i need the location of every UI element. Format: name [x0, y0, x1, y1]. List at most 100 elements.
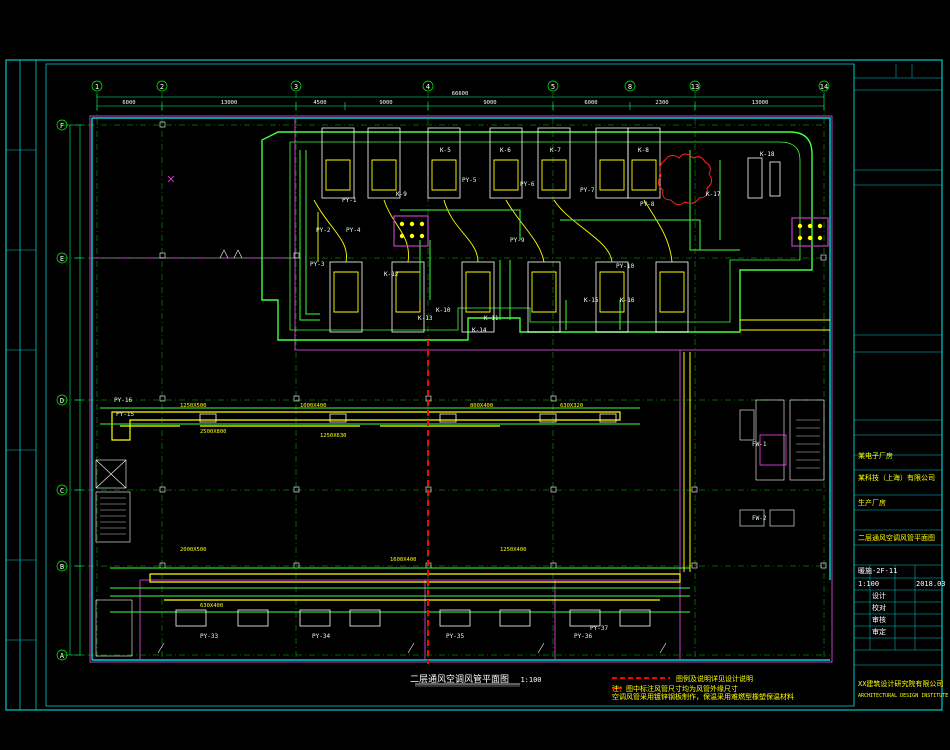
grid-bubble-top	[689, 80, 701, 92]
tb-drawing-no: 暖施-2F-11	[858, 567, 898, 575]
equipment-tag: PY-8	[640, 201, 655, 208]
tb-checker: 校对	[872, 604, 886, 612]
equipment-tag: K-18	[760, 151, 775, 158]
equipment-tag: FW-1	[752, 441, 767, 448]
grid-bubble-label: 5	[551, 83, 555, 91]
equipment-tag: PY-1	[342, 197, 357, 204]
grid-bubble-label: 4	[426, 83, 430, 91]
duct-size-label: 1000X400	[300, 403, 327, 409]
equipment-tag: K-16	[620, 297, 635, 304]
note-line-2: 空调风管采用镀锌钢板制作，保温采用难燃型橡塑保温材料	[612, 693, 794, 701]
tb-designer: 设计	[872, 592, 886, 600]
equipment-tag: FW-2	[752, 515, 767, 522]
tb-project: 某电子厂房	[858, 452, 893, 460]
equipment-tag: K-6	[500, 147, 511, 154]
grid-bubbles: 1 2 3 4 5 8 13 14F E D C B A	[56, 80, 830, 661]
equipment-tag: PY-33	[200, 633, 219, 640]
equipment-tag: K-5	[440, 147, 451, 154]
equipment-tag: PY-2	[316, 227, 331, 234]
tb-date: 2018.03	[916, 580, 946, 588]
equipment-tag: PY-3	[310, 261, 325, 268]
equipment-tag: K-17	[706, 191, 721, 198]
tb-sheet-title: 二层通风空调风管平面图	[858, 534, 935, 542]
dimension-label: 6000	[122, 100, 135, 106]
equipment-tag: PY-34	[312, 633, 331, 640]
equipment-tag: PY-37	[590, 625, 609, 632]
dimension-label: 13000	[752, 100, 769, 106]
tb-company: XX建筑设计研究院有限公司	[858, 680, 944, 688]
grid-bubble-label: 13	[691, 83, 699, 91]
grid-bubble-left	[56, 252, 68, 264]
equipment-tag: PY-36	[574, 633, 593, 640]
drawing-title: 二层通风空调风管平面图 1:100	[410, 672, 542, 685]
equipment-tag: PY-9	[510, 237, 525, 244]
duct-size-label: 1250X400	[500, 547, 527, 553]
equipment-tag: PY-5	[462, 177, 477, 184]
grid-bubble-top	[156, 80, 168, 92]
duct-size-label: 2500X800	[200, 429, 227, 435]
equipment-tag: PY-6	[520, 181, 535, 188]
grid-bubble-left	[56, 484, 68, 496]
equipment-tag: K-10	[436, 307, 451, 314]
grid-bubble-label: E	[60, 255, 64, 263]
drawing-title-text: 二层通风空调风管平面图	[410, 675, 510, 685]
grid-bubble-label: 3	[294, 83, 298, 91]
duct-size-label: 1250X500	[180, 403, 207, 409]
overall-dimension: 66600	[452, 91, 469, 97]
equipment-tag: K-15	[584, 297, 599, 304]
grid-bubble-label: F	[60, 122, 64, 130]
duct-size-label: 1600X400	[390, 557, 417, 563]
note-line-1: 注：图中标注风管尺寸均为风管外缘尺寸	[612, 685, 738, 693]
equipment-tag: K-7	[550, 147, 561, 154]
drawing-scale: 1:100	[520, 676, 542, 684]
equipment-tag: K-12	[384, 271, 399, 278]
dimension-label: 9000	[483, 100, 496, 106]
dimension-label: 13000	[221, 100, 238, 106]
tb-client: 某科技（上海）有限公司	[858, 474, 935, 482]
equipment-tag: PY-10	[616, 263, 635, 270]
dimension-label: 4500	[313, 100, 326, 106]
grid-bubble-label: 8	[628, 83, 632, 91]
grid-bubble-label: A	[60, 652, 65, 660]
equipment-tag: PY-4	[346, 227, 361, 234]
duct-size-label: 800X400	[470, 403, 494, 409]
grid-bubble-label: 1	[95, 83, 99, 91]
grid-bubble-label: D	[60, 397, 64, 405]
duct-size-label: 630X320	[560, 403, 584, 409]
equipment-tag: K-8	[638, 147, 649, 154]
grid-bubble-left	[56, 119, 68, 131]
equipment-tag: PY-15	[116, 411, 135, 418]
equipment-tag: K-13	[418, 315, 433, 322]
dimension-label: 6000	[584, 100, 597, 106]
grid-bubble-label: B	[60, 563, 64, 571]
dimension-labels: 6000 13000 4500 9000 9000 6000 2300 13000 66600	[122, 91, 768, 106]
tb-approver: 审定	[872, 628, 886, 636]
duct-size-label: 630X400	[200, 603, 224, 609]
grid-bubble-top	[624, 80, 636, 92]
grid-bubble-top	[818, 80, 830, 92]
grid-bubble-label: 14	[820, 83, 828, 91]
duct-size-label: 2000X500	[180, 547, 207, 553]
equipment-tag: PY-7	[580, 187, 595, 194]
equipment-tag: PY-35	[446, 633, 465, 640]
grid-bubble-label: 2	[160, 83, 164, 91]
grid-bubble-top	[547, 80, 559, 92]
grid-bubble-left	[56, 560, 68, 572]
equipment-tag: K-9	[396, 191, 407, 198]
grid-bubble-label: C	[60, 487, 64, 495]
legend-note: 图例及说明详见设计说明	[676, 675, 753, 683]
tb-building: 生产厂房	[858, 499, 886, 507]
static-linework	[5, 59, 943, 711]
equipment-tag: PY-16	[114, 397, 133, 404]
grid-bubble-top	[422, 80, 434, 92]
dimension-label: 2300	[655, 100, 668, 106]
grid-bubble-top	[290, 80, 302, 92]
duct-size-label: 1250X630	[320, 433, 347, 439]
grid-bubble-left	[56, 394, 68, 406]
tb-company-en: ARCHITECTURAL DESIGN INSTITUTE CO.,LTD	[858, 693, 950, 699]
grid-bubble-left	[56, 649, 68, 661]
dimension-label: 9000	[379, 100, 392, 106]
equipment-tag: K-14	[472, 327, 487, 334]
tb-reviewer: 审核	[872, 616, 886, 624]
